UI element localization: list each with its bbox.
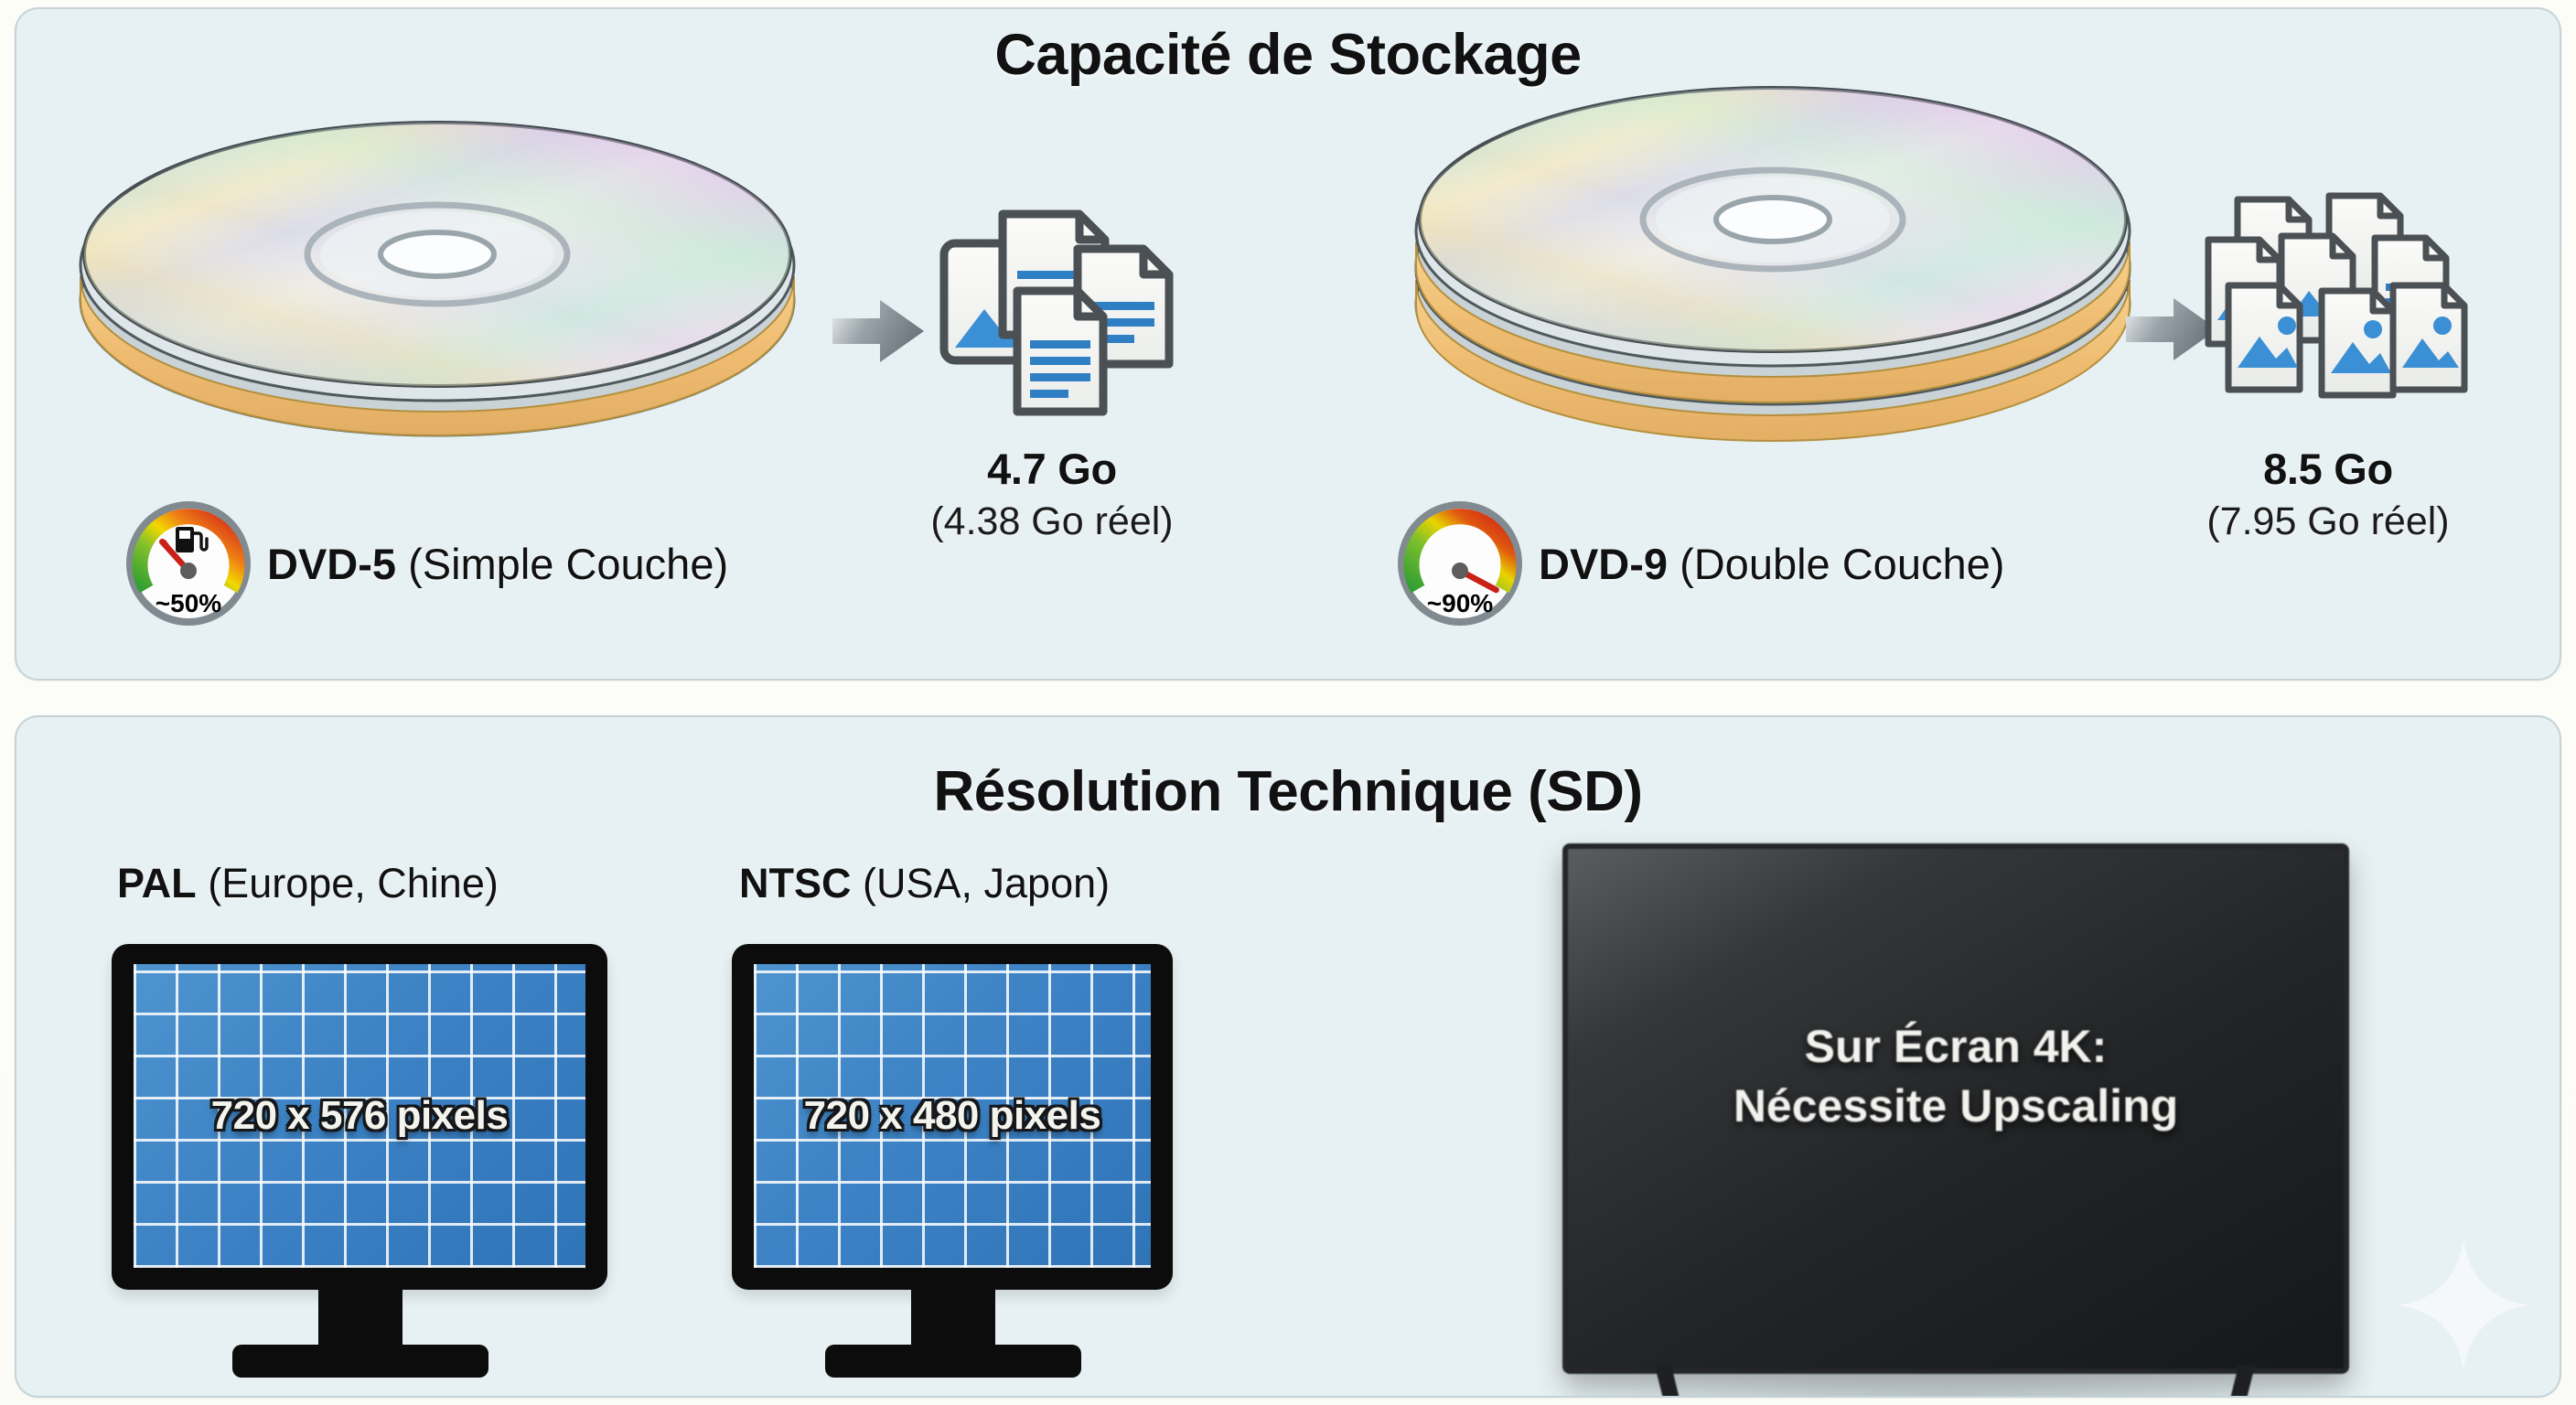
dvd9-format-desc: (Double Couche): [1680, 539, 2005, 588]
dvd5-gauge-percent: ~50%: [155, 589, 222, 617]
flat-screen-tv-icon: Sur Écran 4K: Nécessite Upscaling: [1562, 843, 2349, 1396]
ntsc-regions: (USA, Japon): [863, 860, 1111, 906]
dvd9-capacity-value: 8.5 Go: [2263, 445, 2393, 493]
resolution-section-title: Résolution Technique (SD): [933, 760, 1643, 823]
arrow-right-icon-2: [2120, 282, 2223, 377]
pal-monitor-neck: [318, 1290, 402, 1346]
dvd5-format-desc: (Simple Couche): [408, 539, 729, 588]
pal-monitor-bezel: 720 x 576 pixels: [112, 944, 607, 1290]
dvd9-capacity-block: 8.5 Go (7.95 Go réel): [2150, 444, 2506, 544]
ntsc-monitor-base: [825, 1345, 1081, 1378]
tv-message-line2: Nécessite Upscaling: [1733, 1080, 2179, 1132]
arrow-right-icon: [827, 284, 929, 379]
ntsc-monitor-screen: 720 x 480 pixels: [754, 964, 1151, 1268]
dvd5-disc-icon: [62, 71, 812, 437]
dvd5-capacity-real: (4.38 Go réel): [930, 499, 1174, 543]
sparkle-star-icon: [2398, 1239, 2529, 1371]
ntsc-monitor-bezel: 720 x 480 pixels: [732, 944, 1173, 1290]
ntsc-monitor-neck: [911, 1290, 995, 1346]
dvd5-format-name: DVD-5: [267, 539, 397, 588]
dvd5-capacity-block: 4.7 Go (4.38 Go réel): [884, 444, 1220, 544]
fuel-gauge-icon: ~50%: [126, 501, 251, 626]
pal-monitor-base: [232, 1345, 488, 1378]
dvd5-format-label: DVD-5 (Simple Couche): [267, 539, 728, 589]
dvd9-format-row: ~90% DVD-9 (Double Couche): [1398, 501, 2004, 626]
tv-screen-panel: [1562, 843, 2349, 1374]
file-stack-small-icon: [939, 192, 1195, 421]
dvd5-capacity-value: 4.7 Go: [987, 445, 1117, 493]
pal-monitor-icon: 720 x 576 pixels: [112, 944, 624, 1392]
file-stack-large-icon: [2203, 183, 2477, 439]
pal-regions: (Europe, Chine): [208, 860, 499, 906]
pal-monitor-screen: 720 x 576 pixels: [134, 964, 585, 1268]
ntsc-name: NTSC: [739, 860, 852, 906]
dvd9-format-label: DVD-9 (Double Couche): [1539, 539, 2004, 589]
pal-resolution-text: 720 x 576 pixels: [210, 1093, 509, 1138]
dvd9-format-name: DVD-9: [1539, 539, 1669, 588]
ntsc-monitor-icon: 720 x 480 pixels: [732, 944, 1189, 1392]
tv-message: Sur Écran 4K: Nécessite Upscaling: [1562, 1017, 2349, 1136]
dvd9-capacity-real: (7.95 Go réel): [2206, 499, 2450, 543]
ntsc-label: NTSC (USA, Japon): [739, 860, 1110, 907]
dvd9-disc-icon: [1398, 59, 2148, 443]
pal-name: PAL: [117, 860, 197, 906]
dvd5-format-row: ~50% DVD-5 (Simple Couche): [126, 501, 728, 626]
resolution-panel: Résolution Technique (SD) PAL (Europe, C…: [15, 715, 2561, 1398]
pal-label: PAL (Europe, Chine): [117, 860, 499, 907]
dvd9-gauge-percent: ~90%: [1426, 589, 1494, 617]
ntsc-resolution-text: 720 x 480 pixels: [803, 1093, 1101, 1138]
storage-capacity-panel: Capacité de Stockage: [15, 7, 2561, 681]
storage-section-title: Capacité de Stockage: [994, 23, 1582, 87]
fuel-gauge-icon-2: ~90%: [1398, 501, 1522, 626]
tv-message-line1: Sur Écran 4K:: [1804, 1021, 2108, 1073]
